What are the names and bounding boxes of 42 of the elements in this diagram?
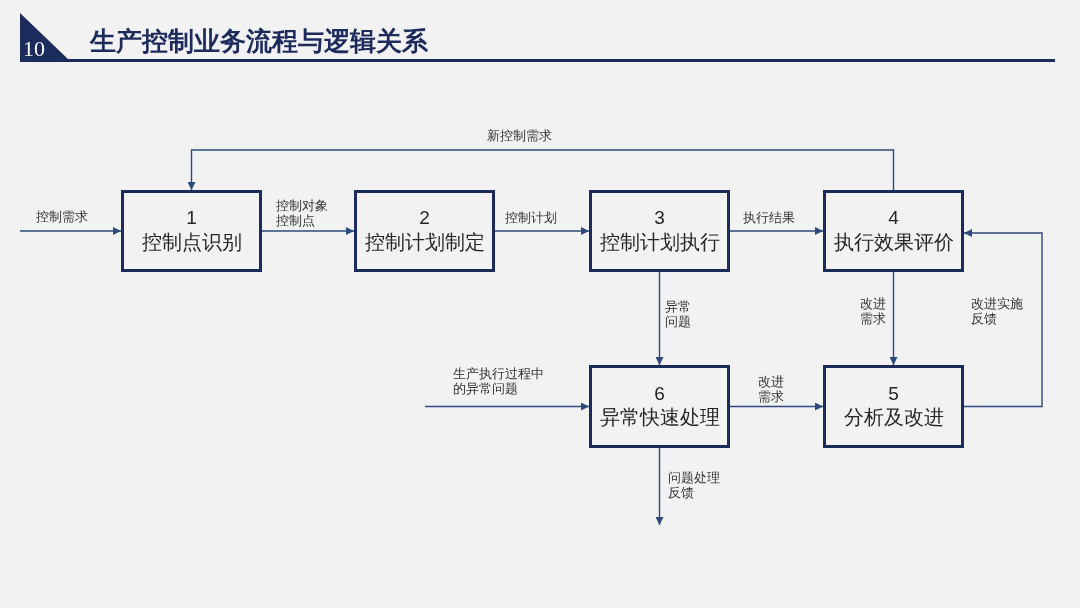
step-title: 执行效果评价: [833, 229, 954, 255]
step-number: 2: [419, 207, 430, 230]
edge-label: 新控制需求: [487, 128, 553, 144]
arrow: [963, 229, 1043, 408]
step-number: 3: [654, 207, 665, 230]
edge-label: 异常问题: [665, 299, 692, 330]
title: 生产控制业务流程与逻辑关系: [90, 26, 428, 58]
step-title: 分析及改进: [843, 405, 944, 431]
edge-label: 问题处理反馈: [668, 470, 721, 501]
arrow: [729, 227, 824, 235]
step-number: 4: [888, 207, 899, 230]
arrow: [655, 447, 664, 526]
step-title: 控制计划制定: [364, 229, 485, 255]
edge-label: 改进实施反馈: [971, 296, 1024, 327]
arrow: [424, 402, 590, 411]
process-box: [121, 190, 262, 272]
step-number: 5: [888, 382, 899, 406]
page-number: 10: [23, 38, 45, 60]
step-number: 1: [186, 207, 197, 230]
arrow: [729, 402, 824, 411]
edge-label: 生产执行过程中的异常问题: [453, 366, 545, 397]
process-box: [354, 190, 495, 272]
edge-label: 控制需求: [36, 209, 89, 225]
process-box: [823, 365, 964, 448]
edge-label: 改进需求: [758, 374, 785, 405]
arrow: [494, 227, 590, 235]
arrow: [889, 271, 898, 366]
edge-label: 改进需求: [860, 296, 887, 327]
process-box: [823, 190, 964, 272]
arrow: [187, 149, 895, 191]
arrow: [261, 227, 355, 235]
process-box: [589, 365, 730, 448]
edge-label: 执行结果: [743, 210, 796, 226]
step-number: 6: [654, 382, 665, 406]
arrow: [19, 227, 122, 235]
arrow: [655, 271, 664, 366]
edge-label: 控制对象控制点: [276, 198, 329, 229]
process-box: [589, 190, 730, 272]
edge-label: 控制计划: [505, 210, 558, 226]
step-title: 控制计划执行: [599, 229, 720, 255]
step-title: 异常快速处理: [599, 405, 720, 431]
step-title: 控制点识别: [141, 229, 242, 255]
